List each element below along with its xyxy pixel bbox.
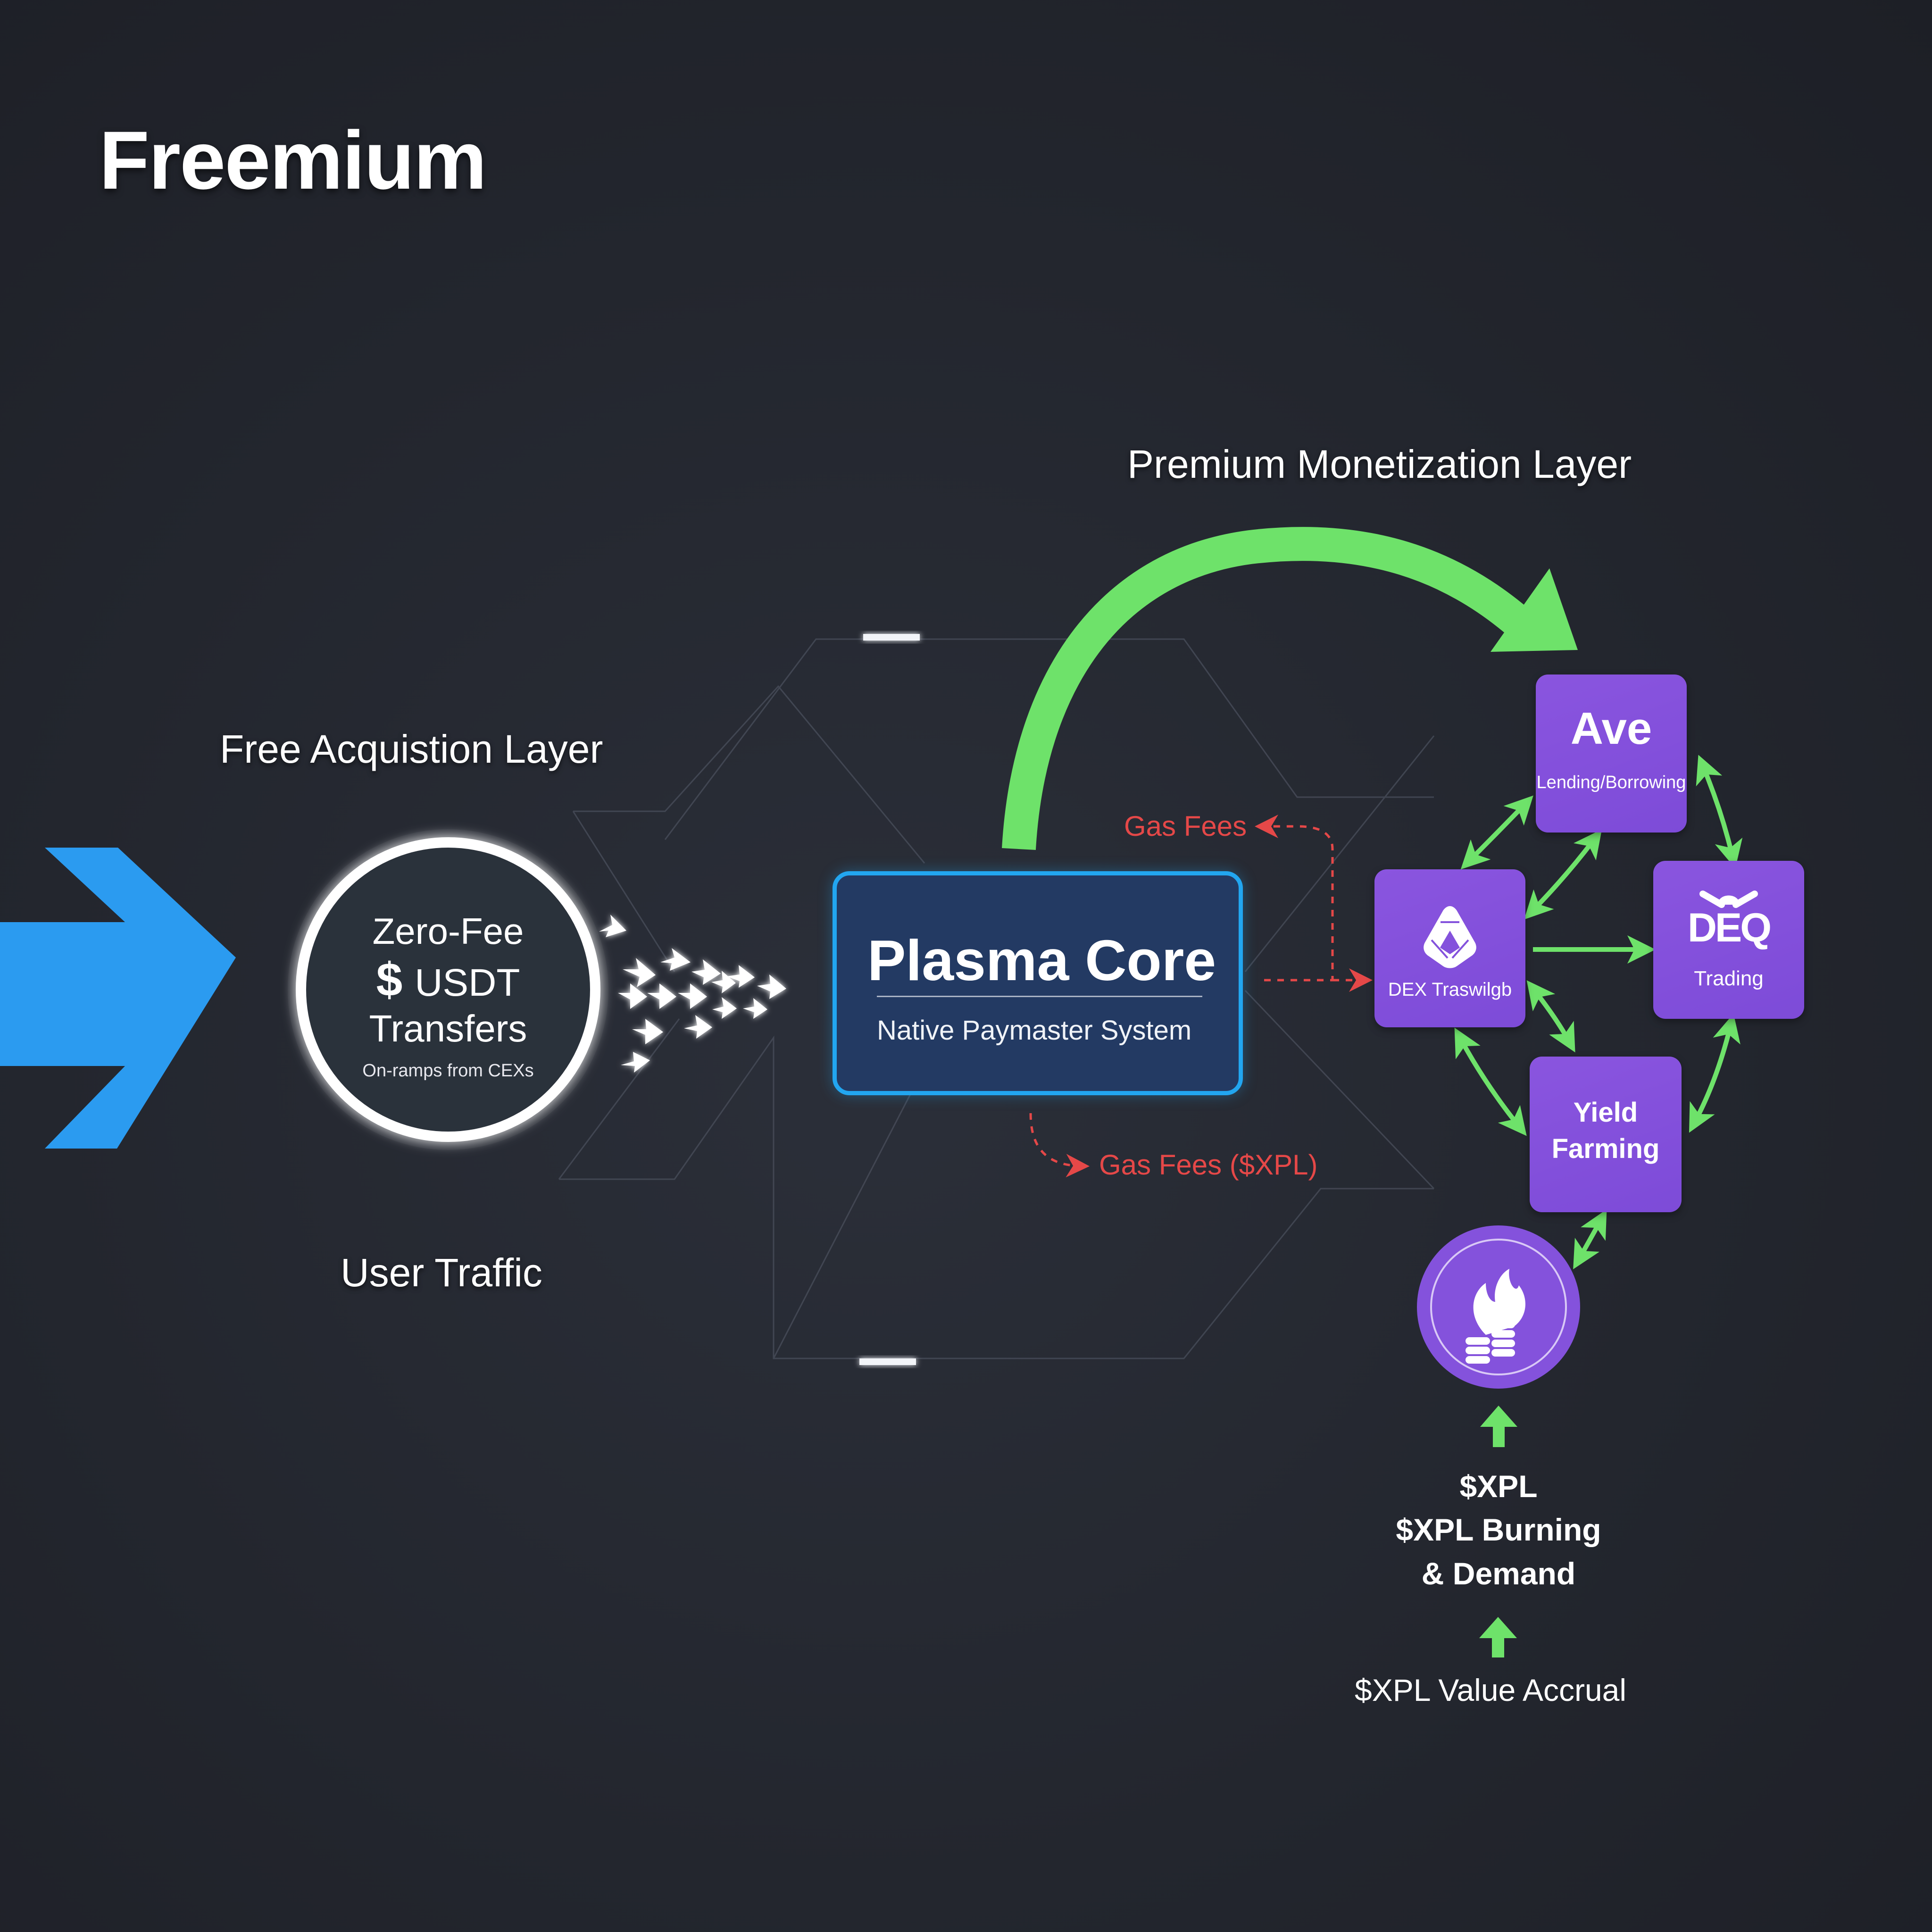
plasma-core-title: Plasma Core — [867, 928, 1216, 992]
connector-dex-yield — [1454, 1027, 1527, 1136]
flow-arrow-icon — [660, 948, 691, 971]
user-traffic-arrow-icon — [0, 848, 236, 1149]
flow-arrow-icon — [678, 983, 707, 1009]
flow-arrow-icon — [712, 997, 737, 1019]
gas-fees-upper-connector — [1255, 815, 1334, 982]
dollar-icon: $ — [376, 953, 403, 1006]
dex-label: DEX Traswilgb — [1388, 979, 1512, 1000]
trading-label: Trading — [1694, 967, 1764, 990]
zero-fee-text: Zero-Fee — [372, 910, 524, 952]
onramps-text: On-ramps from CEXs — [362, 1061, 534, 1081]
value-up-arrow-upper-icon — [1480, 1406, 1517, 1447]
trading-icon-text: DEQ — [1687, 905, 1772, 950]
plasma-core-divider — [877, 996, 1202, 997]
premium-monetization-layer-label: Premium Monetization Layer — [1127, 442, 1632, 486]
acquisition-circle: Zero-Fee $ USDT Transfers On-ramps from C… — [325, 913, 571, 1080]
flow-arrow-icon — [599, 915, 626, 937]
top-marker — [863, 634, 920, 641]
monetization-arc-arrow-icon — [1002, 527, 1530, 850]
connector-lending-trading — [1696, 755, 1743, 869]
dex-trading-icon: DEQ — [1653, 887, 1804, 967]
connector-lending-dex — [1460, 795, 1533, 870]
user-traffic-label: User Traffic — [341, 1250, 542, 1295]
connector-dex-yield-inner — [1526, 980, 1575, 1053]
trading-tile: DEQ Trading — [1653, 861, 1804, 1019]
lending-name: Ave — [1570, 703, 1652, 754]
traffic-flow-arrows — [599, 915, 786, 1073]
acquisition-circle-ring — [296, 837, 600, 1142]
monetization-arc-arrowhead-icon — [1491, 568, 1578, 652]
burn-circle-ring — [1430, 1239, 1567, 1375]
bottom-marker — [859, 1358, 916, 1365]
flow-arrow-icon — [743, 998, 767, 1019]
demand-label: & Demand — [1421, 1556, 1576, 1591]
xpl-burning-label: $XPL Burning — [1396, 1512, 1601, 1548]
xpl-burning-demand: $XPL $XPL Burning & Demand — [1357, 1465, 1640, 1595]
flow-arrow-icon — [647, 983, 676, 1009]
usdt-line: $ USDT — [325, 956, 571, 1003]
xpl-label: $XPL — [1459, 1469, 1538, 1504]
flow-arrow-icon — [632, 1019, 663, 1044]
fire-coins-icon — [1466, 1269, 1525, 1364]
lending-tile: Ave Lending/Borrowing — [1536, 675, 1687, 833]
connector-trading-yield — [1689, 1013, 1740, 1133]
plasma-core-box: Plasma Core Native Paymaster System — [833, 871, 1243, 1095]
dex-logo-icon — [1424, 906, 1476, 968]
dapp-connectors — [1454, 755, 1743, 1270]
flow-arrow-icon — [684, 1015, 712, 1039]
flow-arrow-icon — [623, 958, 656, 987]
flow-arrow-icon — [711, 971, 736, 993]
dex-tile: DEX Traswilgb — [1374, 869, 1525, 1027]
free-acquisition-layer-label: Free Acquistion Layer — [220, 727, 603, 771]
value-up-arrow-lower-icon — [1479, 1617, 1517, 1657]
hexagon-frame — [558, 638, 1435, 1359]
flow-arrow-icon — [621, 1052, 650, 1073]
page-title: Freemium — [99, 115, 487, 207]
flow-arrow-icon — [691, 959, 721, 985]
connector-lending-dex-inner — [1524, 829, 1602, 920]
gas-fees-lower-connector — [1029, 1113, 1090, 1178]
flow-arrow-icon — [726, 965, 755, 988]
flow-arrow-icon — [618, 983, 647, 1009]
yield-line1: Yield — [1573, 1097, 1638, 1128]
plasma-core-subtitle: Native Paymaster System — [877, 1015, 1192, 1046]
usdt-text: USDT — [415, 961, 520, 1004]
transfers-text: Transfers — [369, 1008, 527, 1049]
connector-yield-burn — [1573, 1209, 1607, 1270]
yield-line2: Farming — [1551, 1133, 1660, 1164]
gas-fees-lower-label: Gas Fees ($XPL) — [1099, 1149, 1318, 1181]
yield-farming-tile: Yield Farming — [1530, 1057, 1682, 1212]
lending-label: Lending/Borrowing — [1536, 773, 1686, 792]
gas-fees-upper-label: Gas Fees — [1124, 810, 1247, 842]
flow-arrow-icon — [757, 974, 786, 999]
trading-hat-icon — [1699, 891, 1758, 908]
xpl-value-accrual-label: $XPL Value Accrual — [1355, 1673, 1627, 1707]
